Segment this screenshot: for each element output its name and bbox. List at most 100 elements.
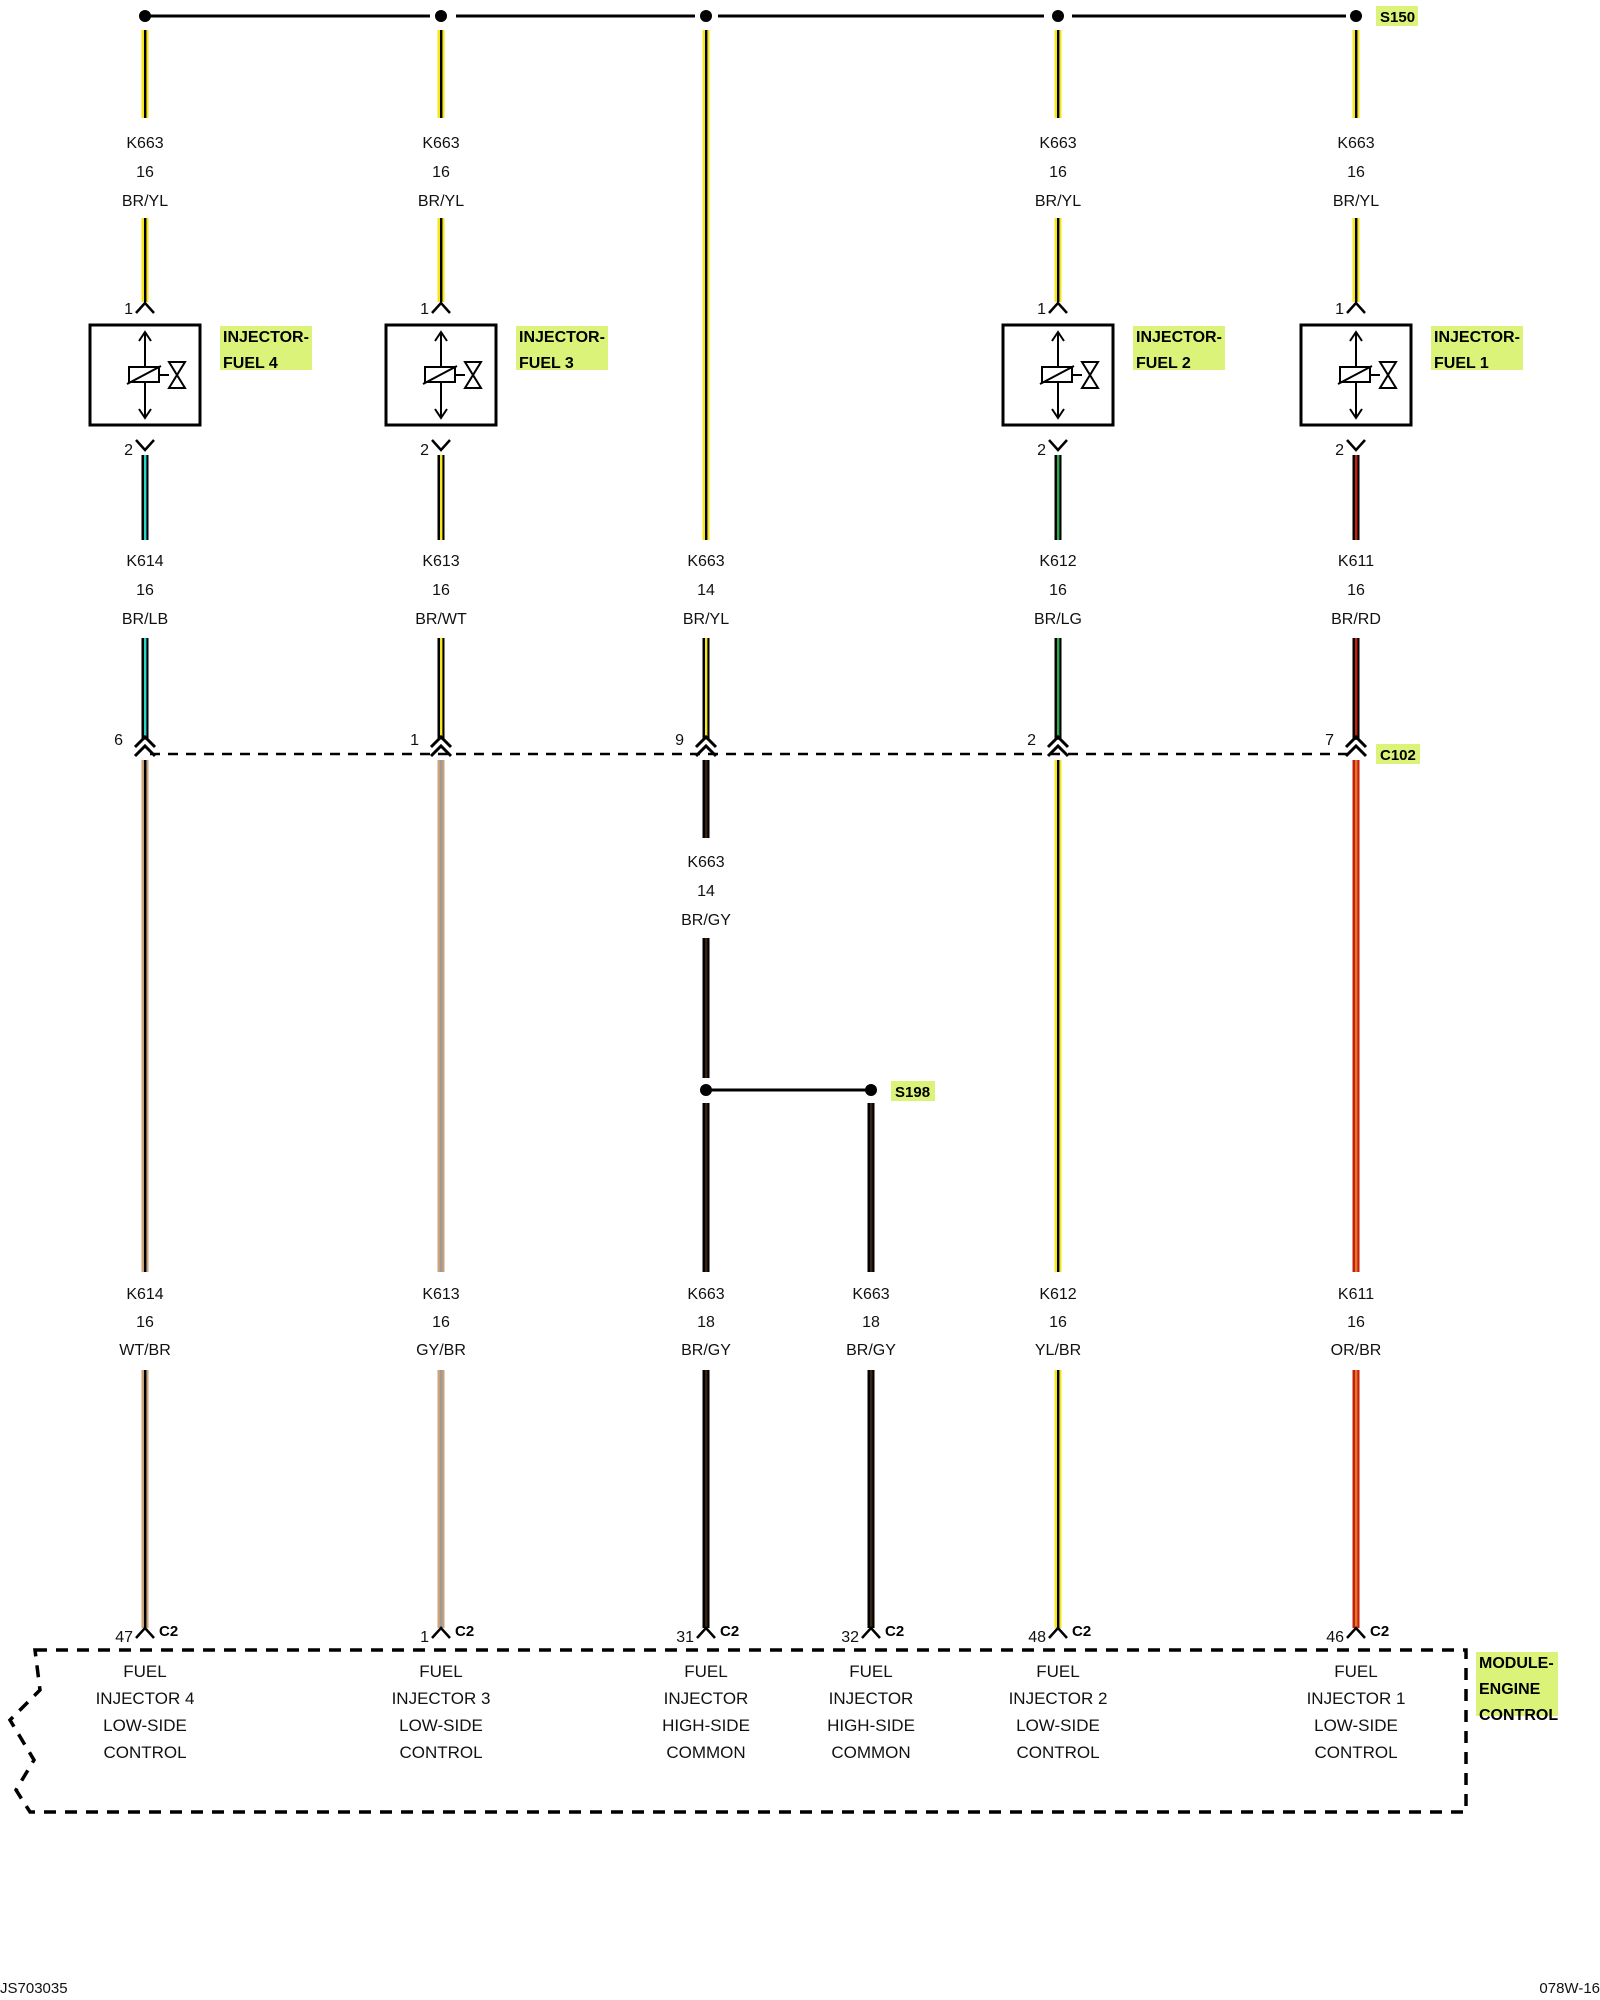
wire-gauge-label: 16 [1049,582,1067,599]
wire-gauge-label: 14 [697,582,715,599]
module-terminal-label: CONTROL [1314,1743,1397,1762]
wire-color-label: OR/BR [1331,1342,1382,1359]
pin-number: 2 [1037,442,1046,459]
wire-circuit-label: K614 [126,1286,163,1303]
module-terminal-label: FUEL [123,1662,166,1681]
module-terminal-label: CONTROL [1016,1743,1099,1762]
wire-k663-brgy-lower [702,938,710,1078]
wire-color-label: BR/YL [418,193,464,210]
wire-circuit-label: K663 [1039,135,1076,152]
pin-number: 1 [1335,301,1344,318]
wire-circuit-label: K611 [1338,1286,1374,1303]
pin-number: 1 [420,301,429,318]
module-label: MODULE- [1479,1655,1554,1672]
connector-chevron-icon [861,1626,881,1639]
module-terminal-label: FUEL [419,1662,462,1681]
c2-label: C2 [1370,1623,1389,1640]
wire-end-5 [1054,1370,1062,1628]
wire-end-6 [1352,1370,1360,1628]
wire-label-background [826,1278,916,1366]
pin-number: 2 [124,442,133,459]
wire-circuit-label: K663 [126,135,163,152]
connector-chevron-icon [135,1626,155,1639]
wire-gauge-label: 16 [1347,164,1365,181]
connector-chevron-icon [133,734,157,749]
wire-gauge-label: 16 [136,1314,154,1331]
module-outline [7,1648,1468,1814]
connector-chevron-icon [1346,1626,1366,1639]
s150-splice-dot-4 [1052,10,1064,22]
wire-mid-1 [141,638,149,740]
c2-pin-number: 48 [1028,1629,1046,1646]
wire-color-label: BR/RD [1331,611,1381,628]
component-label: FUEL 3 [519,355,574,372]
connector-chevron-icon [1344,734,1368,749]
component-label-highlight [1133,326,1225,370]
c2-pin-number: 31 [676,1629,694,1646]
module-terminal-label: LOW-SIDE [103,1716,187,1735]
wire-color-label: BR/GY [681,912,731,929]
wire-circuit-label: K663 [1337,135,1374,152]
wire-color-label: BR/YL [122,193,168,210]
s198-label: S198 [895,1084,930,1101]
module-terminal-label: CONTROL [103,1743,186,1762]
wire-color-label: BR/LG [1034,611,1082,628]
wire-k663-brgy-upper [702,760,710,838]
wire-injector-4-out-upper [1352,455,1360,540]
wire-gauge-label: 16 [1347,1314,1365,1331]
wire-circuit-label: K614 [126,553,163,570]
wire-end-1 [141,1370,149,1628]
arrow-up-icon [138,330,152,342]
pin-number: 2 [1335,442,1344,459]
component-label-highlight [516,326,608,370]
c2-label: C2 [885,1623,904,1640]
wire-circuit-label: K611 [1338,553,1374,570]
wire-gauge-label: 16 [432,582,450,599]
connector-chevron-icon [1346,301,1366,314]
c2-label: C2 [455,1623,474,1640]
c2-label: C2 [720,1623,739,1640]
wire-mid-2 [437,638,445,740]
wire-circuit-label: K663 [422,135,459,152]
pin-number: 1 [1037,301,1046,318]
wire-gauge-label: 16 [432,164,450,181]
wire-k663-top-1-upper [141,30,149,118]
wire-circuit-label: K663 [687,1286,724,1303]
module-terminal-label: INJECTOR 4 [96,1689,195,1708]
arrow-down-icon [1349,408,1363,420]
c102-pin-number: 2 [1027,732,1036,749]
wire-circuit-label: K663 [687,553,724,570]
wire-label-background [661,1278,751,1366]
c2-pin-number: 32 [841,1629,859,1646]
arrow-up-icon [1349,330,1363,342]
wire-color-label: BR/YL [1333,193,1379,210]
wire-color-label: YL/BR [1035,1342,1081,1359]
module-label: ENGINE [1479,1681,1541,1698]
s150-splice-dot-3 [700,10,712,22]
arrow-down-icon [1051,408,1065,420]
wire-color-label: BR/YL [683,611,729,628]
module-terminal-label: INJECTOR [829,1689,914,1708]
connector-chevron-icon [431,301,451,314]
wire-color-label: BR/YL [1035,193,1081,210]
wire-s198-right-down [867,1103,875,1272]
arrow-down-icon [138,408,152,420]
wire-injector-1-out-upper [141,455,149,540]
wire-color-label: WT/BR [119,1342,171,1359]
module-terminal-label: INJECTOR 2 [1009,1689,1108,1708]
connector-chevron-icon [696,1626,716,1639]
wire-k663-top-3-upper [1054,30,1062,118]
wire-circuit-label: K613 [422,1286,459,1303]
s198-highlight [891,1081,935,1101]
wire-color-label: BR/LB [122,611,168,628]
connector-chevron-icon [694,743,718,758]
arrow-up-icon [434,330,448,342]
s150-highlight [1376,6,1418,26]
connector-chevron-icon [1046,743,1070,758]
injector-box-2 [384,301,498,452]
module-terminal-label: LOW-SIDE [399,1716,483,1735]
c2-pin-number: 46 [1326,1629,1344,1646]
footer-right-code: 078W-16 [1539,1980,1600,1997]
wire-lower-3-upper [1054,760,1062,1272]
wire-gauge-label: 18 [862,1314,880,1331]
